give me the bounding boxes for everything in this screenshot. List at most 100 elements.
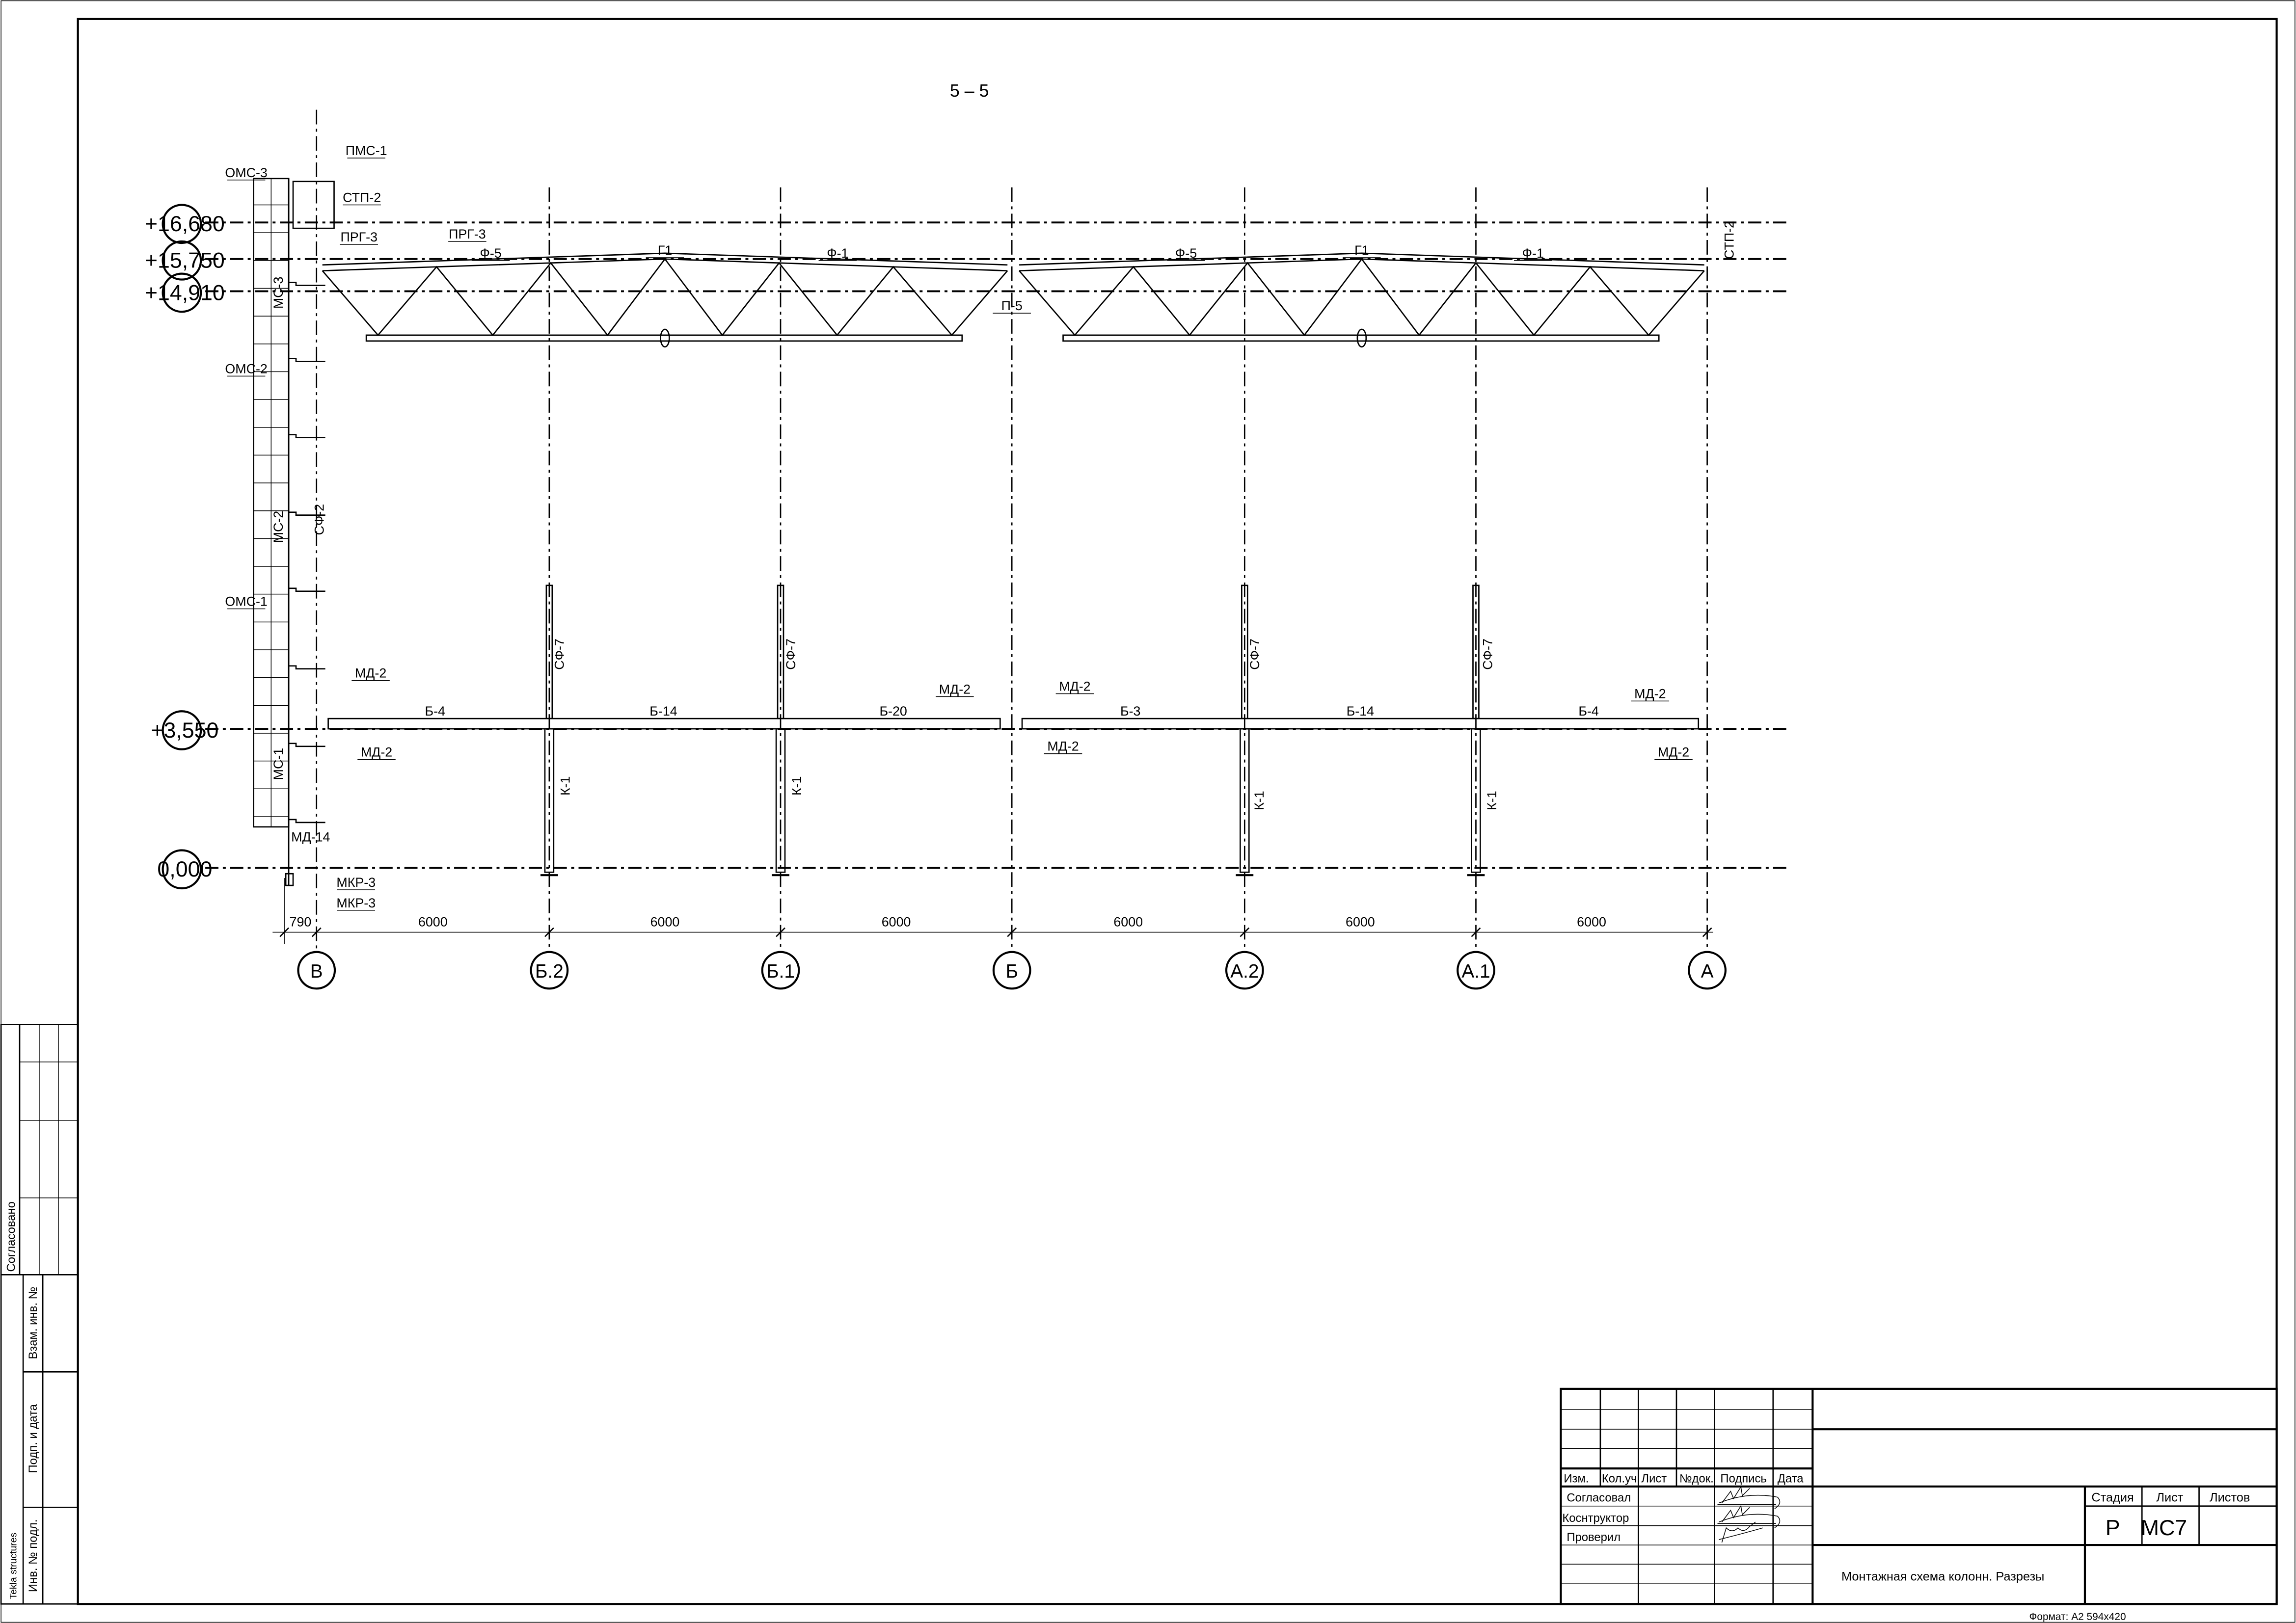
axis-bubble: [992, 951, 1031, 990]
member-label: Г1: [658, 243, 672, 258]
level-label: 0,000: [157, 857, 212, 881]
member-label: Г1: [1354, 243, 1369, 258]
level-bubble: [162, 204, 202, 244]
role-designer: Коснтруктор: [1562, 1512, 1629, 1525]
drawing-frame: [77, 18, 2278, 1605]
sheet-label: Лист: [2156, 1490, 2183, 1504]
level-label: +15,750: [145, 249, 225, 273]
member-label: СТП-2: [1722, 221, 1736, 259]
sign-date-label: Подп. и дата: [27, 1404, 40, 1473]
sheet-value: МС7: [2141, 1516, 2187, 1540]
member-label: Ф-1: [1522, 246, 1544, 261]
dimension-tick: [776, 927, 785, 937]
dimension-tick: [1471, 927, 1481, 937]
member-label: МД-2: [1047, 739, 1079, 754]
signature-2: [1717, 1505, 1781, 1528]
member-label: СФ-7: [1480, 639, 1495, 670]
member-label: Ф-1: [827, 246, 848, 261]
dimension-tick: [279, 927, 290, 937]
role-agreed: Согласовал: [1567, 1491, 1631, 1504]
member-label: ОМС-1: [225, 594, 267, 609]
column-upper: [1472, 585, 1480, 719]
dimension-value: 6000: [650, 915, 680, 930]
truss-top-chord: [1019, 252, 1704, 266]
member-label: МД-2: [939, 682, 971, 696]
header-izm: Изм.: [1564, 1472, 1589, 1486]
member-label: К-1: [1252, 791, 1267, 810]
member-label: МД-14: [291, 830, 330, 845]
dimension-value: 6000: [1346, 915, 1375, 930]
level-bubble: [162, 849, 202, 890]
software-label: Tekla structures: [8, 1533, 19, 1599]
role-checked: Проверил: [1567, 1531, 1621, 1544]
column-k1: [1240, 728, 1250, 873]
header-doc: №док.: [1679, 1472, 1714, 1486]
section-title: 5 – 5: [950, 81, 989, 101]
member-label: СФ-7: [552, 639, 567, 670]
axis-label: А: [1701, 961, 1714, 982]
drawing-title: Монтажная схема колонн. Разрезы: [1841, 1570, 2044, 1584]
stage-value: Р: [2106, 1516, 2120, 1540]
bracket: [289, 587, 325, 592]
header-date: Дата: [1778, 1472, 1804, 1486]
member-label: К-1: [789, 776, 804, 796]
member-label: СФ-7: [1247, 639, 1262, 670]
signature-1: [1717, 1486, 1781, 1510]
dimension-tick: [311, 927, 322, 937]
member-label: ОМС-2: [225, 361, 267, 376]
format-label: Формат: А2 594х420: [2029, 1611, 2126, 1623]
member-label: ПРГ-3: [449, 227, 486, 241]
stage-label: Стадия: [2091, 1490, 2134, 1504]
dimension-tick: [544, 927, 554, 937]
dimension-value: 6000: [882, 915, 911, 930]
level-label: +16,680: [145, 212, 225, 236]
member-label: МС-3: [271, 277, 286, 309]
member-label: К-1: [558, 776, 573, 796]
column-upper: [545, 585, 553, 719]
member-label: МКР-3: [336, 875, 376, 890]
truss-splice: [1356, 328, 1367, 348]
axis-bubble: [530, 951, 569, 990]
header-kol: Кол.уч.: [1602, 1472, 1640, 1486]
bracket: [289, 511, 325, 516]
bracket: [289, 665, 325, 670]
member-label: Б-3: [1120, 704, 1140, 718]
member-label: Ф-5: [1175, 246, 1197, 261]
member-label: СТП-2: [343, 190, 381, 205]
member-label: МД-2: [1658, 745, 1689, 760]
axis-label: Б.1: [766, 961, 795, 982]
member-label: Б-20: [879, 704, 907, 718]
bracket: [289, 358, 325, 362]
agreed-label: Согласовано: [4, 1201, 18, 1272]
margin-stamp: Согласовано Взам. инв. № Подп. и дата Ин…: [0, 1024, 79, 1605]
member-label: МД-2: [1634, 686, 1666, 701]
truss-web: [322, 258, 1008, 337]
column-k1: [544, 728, 555, 873]
column-k1: [775, 728, 786, 873]
member-label: МКР-3: [336, 896, 376, 910]
sheets-label: Листов: [2210, 1490, 2250, 1504]
member-label: МС-1: [271, 748, 286, 780]
level-bubble: [162, 272, 202, 313]
axis-label: А.2: [1230, 961, 1259, 982]
truss-splice: [660, 328, 670, 348]
title-block: Стадия Лист Листов Р МС7 Монтажная схема…: [1560, 1387, 2278, 1623]
column-upper: [777, 585, 784, 719]
platform-pms1: [292, 181, 335, 229]
axis-bubble: [761, 951, 800, 990]
truss-bottom-chord: [365, 334, 963, 342]
column-k1: [1471, 728, 1481, 873]
member-label: Б-14: [1347, 704, 1374, 718]
dimension-value: 6000: [418, 915, 448, 930]
floor-beam: [1021, 718, 1700, 730]
member-label: Б-4: [1578, 704, 1599, 718]
bracket: [289, 282, 325, 286]
axis-label: Б.2: [535, 961, 564, 982]
bracket: [289, 819, 325, 824]
member-label: МС-2: [271, 511, 286, 543]
level-label: +3,550: [151, 718, 218, 743]
member-label: МД-2: [361, 745, 392, 760]
member-label: П-5: [1001, 298, 1023, 313]
member-label: ПМС-1: [346, 143, 387, 158]
